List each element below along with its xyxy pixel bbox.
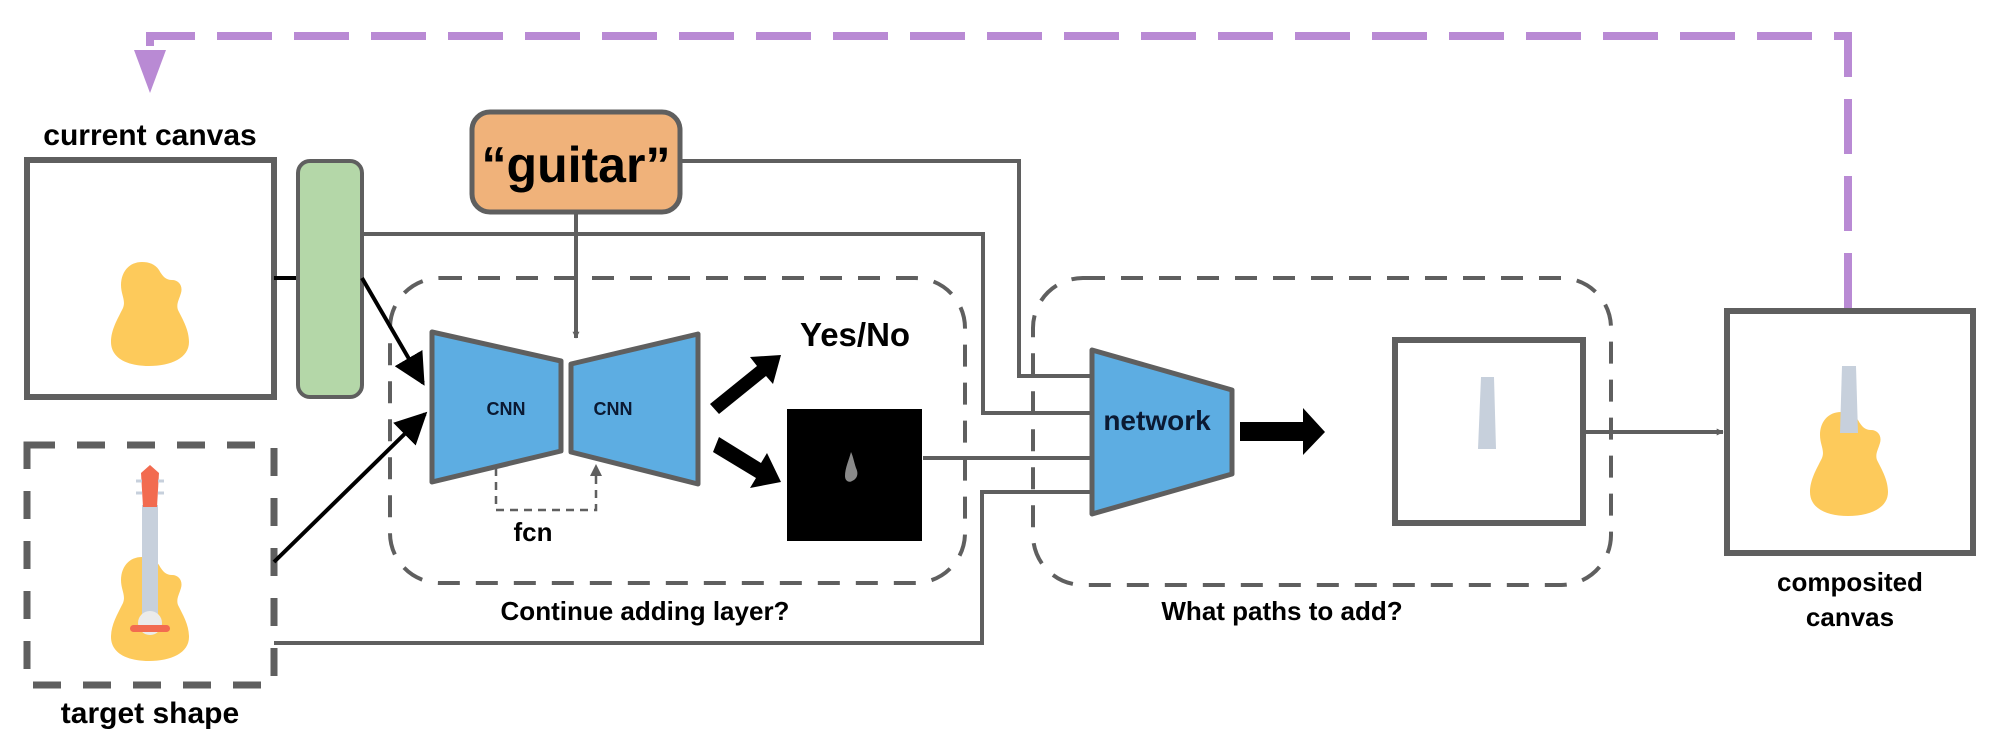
encoder-block: [296, 159, 364, 399]
cnn-decoder-label: CNN: [594, 399, 633, 419]
yes-no-label: Yes/No: [800, 316, 910, 353]
mask-blob-icon: [845, 452, 858, 482]
network-label: network: [1103, 405, 1211, 436]
paths-module-caption: What paths to add?: [1161, 596, 1402, 626]
target-shape-label: target shape: [61, 697, 239, 730]
target-to-cnn-arrow: [272, 411, 428, 564]
network-block: network: [1089, 347, 1235, 517]
current-canvas-label: current canvas: [43, 119, 256, 152]
yes-no-thick-arrow: [710, 355, 781, 414]
paths-module-group: [1031, 276, 1613, 587]
encoder-to-network-wire: [362, 232, 1099, 417]
feedback-arrowhead-icon: [134, 50, 166, 93]
network-to-paths-thick-arrow: [1240, 408, 1325, 455]
continue-module-group: [388, 276, 967, 585]
fcn-label: fcn: [514, 517, 553, 547]
prompt-to-network-wire: [680, 159, 1104, 380]
fcn-skip-connection: [494, 464, 602, 512]
prompt-label: “guitar”: [482, 137, 671, 193]
composited-canvas-label-line1: composited: [1777, 567, 1923, 597]
feedback-loop-arrow: [134, 32, 1852, 308]
cnn-decoder-block: CNN: [568, 331, 701, 487]
composited-canvas-label-line2: canvas: [1806, 602, 1894, 632]
wires: [274, 159, 1724, 645]
target-to-network-wire: [274, 488, 1104, 645]
encoder-to-cnn-arrow: [360, 276, 425, 386]
guitar-icon: [111, 465, 189, 661]
guitar-neck-path-icon: [1478, 377, 1496, 449]
cnn-encoder-block: CNN: [429, 329, 564, 485]
composited-guitar-icon: [1810, 366, 1888, 516]
guitar-body-icon: [111, 262, 189, 366]
continue-module-caption: Continue adding layer?: [501, 596, 790, 626]
fcn-arrowhead-icon: [590, 464, 602, 476]
mask-thick-arrow: [713, 437, 781, 488]
cnn-encoder-label: CNN: [487, 399, 526, 419]
